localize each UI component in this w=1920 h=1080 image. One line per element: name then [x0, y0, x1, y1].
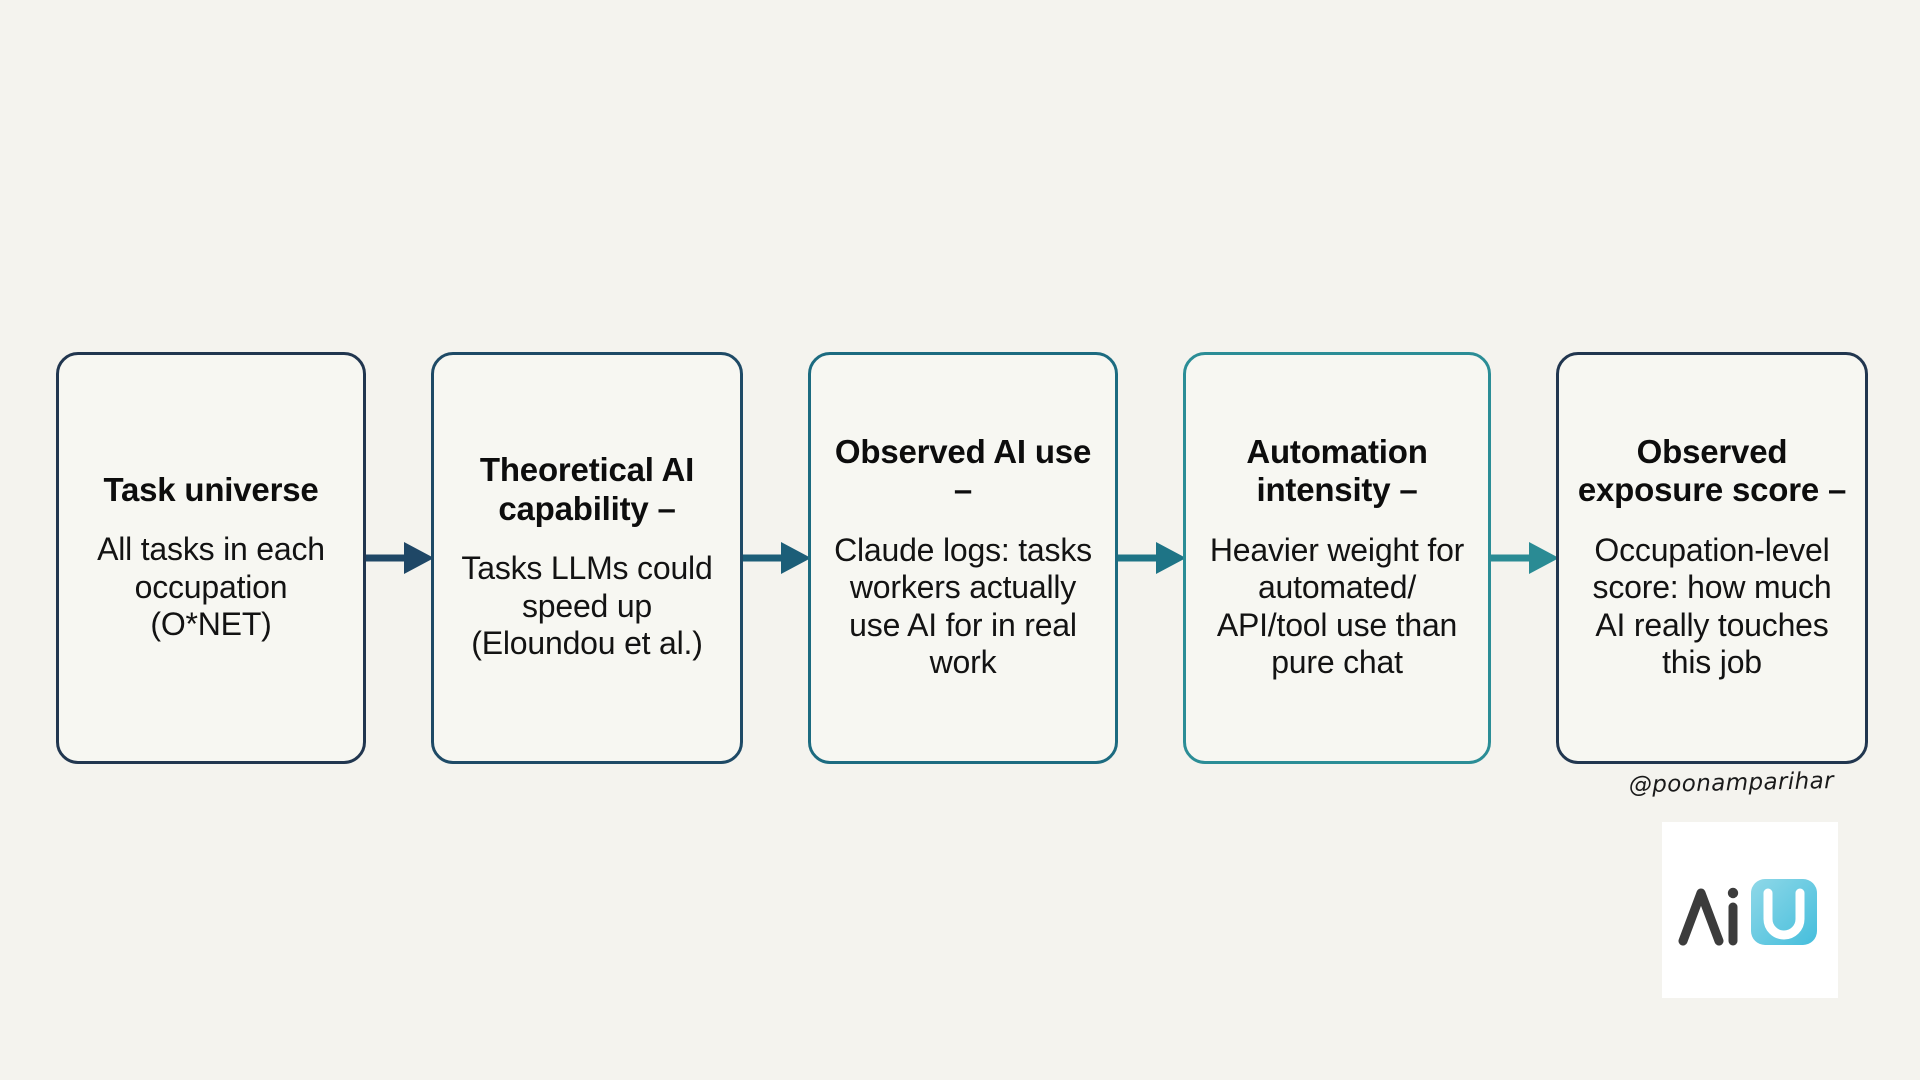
aiu-logo-card — [1662, 822, 1838, 998]
flow-arrow-4 — [1486, 536, 1559, 580]
flow-node-observed-exposure-score[interactable]: Observed exposure score – Occupation-lev… — [1556, 352, 1868, 764]
node-title: Automation intensity – — [1246, 432, 1428, 509]
flow-node-observed-ai-use[interactable]: Observed AI use – Claude logs: tasks wor… — [808, 352, 1118, 764]
node-title: Theoretical AI capability – — [479, 451, 695, 527]
node-body: Occupation-level score: how much AI real… — [1592, 531, 1832, 681]
node-body: Claude logs: tasks workers actually use … — [834, 531, 1092, 681]
author-handle-watermark: @poonamparihar — [1628, 768, 1835, 799]
flow-arrow-2 — [738, 536, 811, 580]
aiu-logo-icon — [1678, 879, 1817, 946]
node-title: Task universe — [103, 470, 319, 508]
arrow-right-icon — [361, 542, 434, 574]
flow-diagram: Task universe All tasks in each occupati… — [56, 348, 1868, 768]
arrow-right-icon — [738, 542, 811, 574]
aiu-logo-mark — [1675, 871, 1825, 949]
flow-node-theoretical-ai-capability[interactable]: Theoretical AI capability – Tasks LLMs c… — [431, 352, 743, 764]
node-body: Tasks LLMs could speed up (Eloundou et a… — [461, 550, 713, 662]
arrow-right-icon — [1486, 542, 1559, 574]
flow-node-task-universe[interactable]: Task universe All tasks in each occupati… — [56, 352, 366, 764]
node-body: All tasks in each occupation (O*NET) — [97, 531, 325, 643]
arrow-right-icon — [1113, 542, 1186, 574]
node-body: Heavier weight for automated/ API/tool u… — [1209, 531, 1465, 681]
flow-arrow-1 — [361, 536, 434, 580]
node-title: Observed AI use – — [834, 432, 1092, 509]
flow-node-automation-intensity[interactable]: Automation intensity – Heavier weight fo… — [1183, 352, 1491, 764]
flow-arrow-3 — [1113, 536, 1186, 580]
node-title: Observed exposure score – — [1577, 432, 1847, 509]
